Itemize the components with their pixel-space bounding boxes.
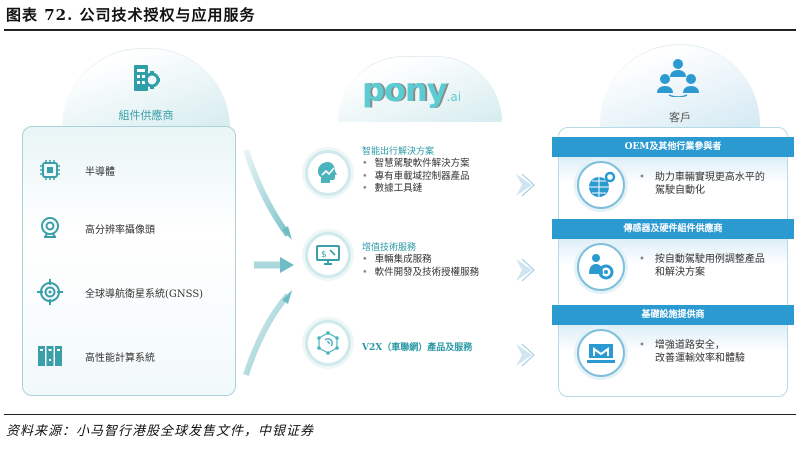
globe-gear-icon — [577, 161, 625, 209]
suppliers-label: 組件供應商 — [118, 109, 174, 122]
supplier-item-label: 高分辨率攝像頭 — [85, 224, 155, 236]
customers-label: 客戶 — [669, 111, 691, 124]
customer-group-desc: •按自動駕駛用例調整產品 和解決方案 — [639, 254, 765, 278]
service-bullet: 數據工具鏈 — [362, 183, 470, 196]
dollar-monitor-icon: $ — [305, 232, 351, 278]
source-note: 资料来源：小马智行港股全球发售文件，中银证券 — [6, 424, 315, 439]
bottom-divider — [4, 414, 796, 415]
supplier-item-label: 全球導航衛星系統(GNSS) — [85, 288, 204, 300]
service-heading: 增值技術服務 — [362, 243, 417, 253]
customer-group-title: 基礎設施提供商 — [552, 305, 794, 325]
supplier-item-semiconductor: 半導體 — [37, 157, 115, 183]
webcam-icon — [37, 215, 63, 241]
service-bullet: 車輛集成服務 — [362, 254, 479, 267]
service-heading: V2X（車聯網）產品及服務 — [362, 343, 473, 353]
svg-text:$: $ — [321, 250, 327, 260]
top-divider — [4, 29, 796, 31]
flow-arrows-left — [243, 149, 294, 376]
supplier-item-camera: 高分辨率攝像頭 — [37, 215, 155, 241]
customer-group-infrastructure: •增強道路安全， 改善運輸效率和體驗 — [558, 325, 788, 385]
company-dome: pony.ai — [338, 56, 502, 122]
customer-group-sensor-suppliers: •按自動駕駛用例調整產品 和解決方案 — [558, 239, 788, 297]
service-bullets: 車輛集成服務 軟件開發及技術授權服務 — [362, 254, 480, 280]
network-hub-icon — [305, 320, 351, 366]
customer-group-desc: •助力車輛實現更高水平的 駕駛自動化 — [639, 172, 765, 196]
chevron-right-icon — [516, 258, 535, 282]
server-rack-icon — [37, 343, 63, 369]
building-gear-icon — [134, 65, 160, 91]
service-bullet: 軟件開發及技術授權服務 — [362, 267, 480, 280]
service-bullet: 智慧駕駛軟件解決方案 — [362, 158, 470, 171]
customer-group-oem: •助力車輛實現更高水平的 駕駛自動化 — [558, 157, 788, 215]
supplier-item-label: 高性能計算系統 — [85, 352, 155, 364]
figure-title: 图表 72. 公司技术授权与应用服务 — [6, 6, 256, 24]
customer-group-title: OEM及其他行業參與者 — [552, 137, 794, 157]
supplier-item-label: 半導體 — [85, 166, 115, 178]
people-group-icon — [657, 59, 699, 97]
road-infrastructure-icon — [577, 329, 625, 377]
person-gear-icon — [577, 243, 625, 291]
chevron-right-icon — [516, 173, 535, 197]
suppliers-panel: 半導體 高分辨率攝像頭 全球導航衛星系統(GNSS) 高性能計算系統 — [22, 126, 236, 396]
supplier-item-hpc: 高性能計算系統 — [37, 343, 155, 369]
customer-group-title: 傳感器及硬件組件供應商 — [552, 219, 794, 239]
service-bullet: 專有車載域控制器產品 — [362, 171, 470, 184]
service-heading: 智能出行解決方案 — [362, 147, 435, 157]
ponyai-logo: pony.ai — [362, 71, 462, 109]
ai-head-icon — [305, 150, 351, 196]
customers-dome: 客戶 — [600, 44, 760, 128]
service-bullets: 智慧駕駛軟件解決方案 專有車載域控制器產品 數據工具鏈 — [362, 158, 470, 196]
customer-group-desc: •增強道路安全， 改善運輸效率和體驗 — [639, 340, 745, 364]
supplier-item-gnss: 全球導航衛星系統(GNSS) — [37, 279, 203, 305]
suppliers-dome: 組件供應商 — [62, 48, 230, 128]
crosshair-icon — [37, 279, 63, 305]
chip-icon — [37, 157, 63, 183]
chevron-right-icon — [516, 343, 535, 367]
